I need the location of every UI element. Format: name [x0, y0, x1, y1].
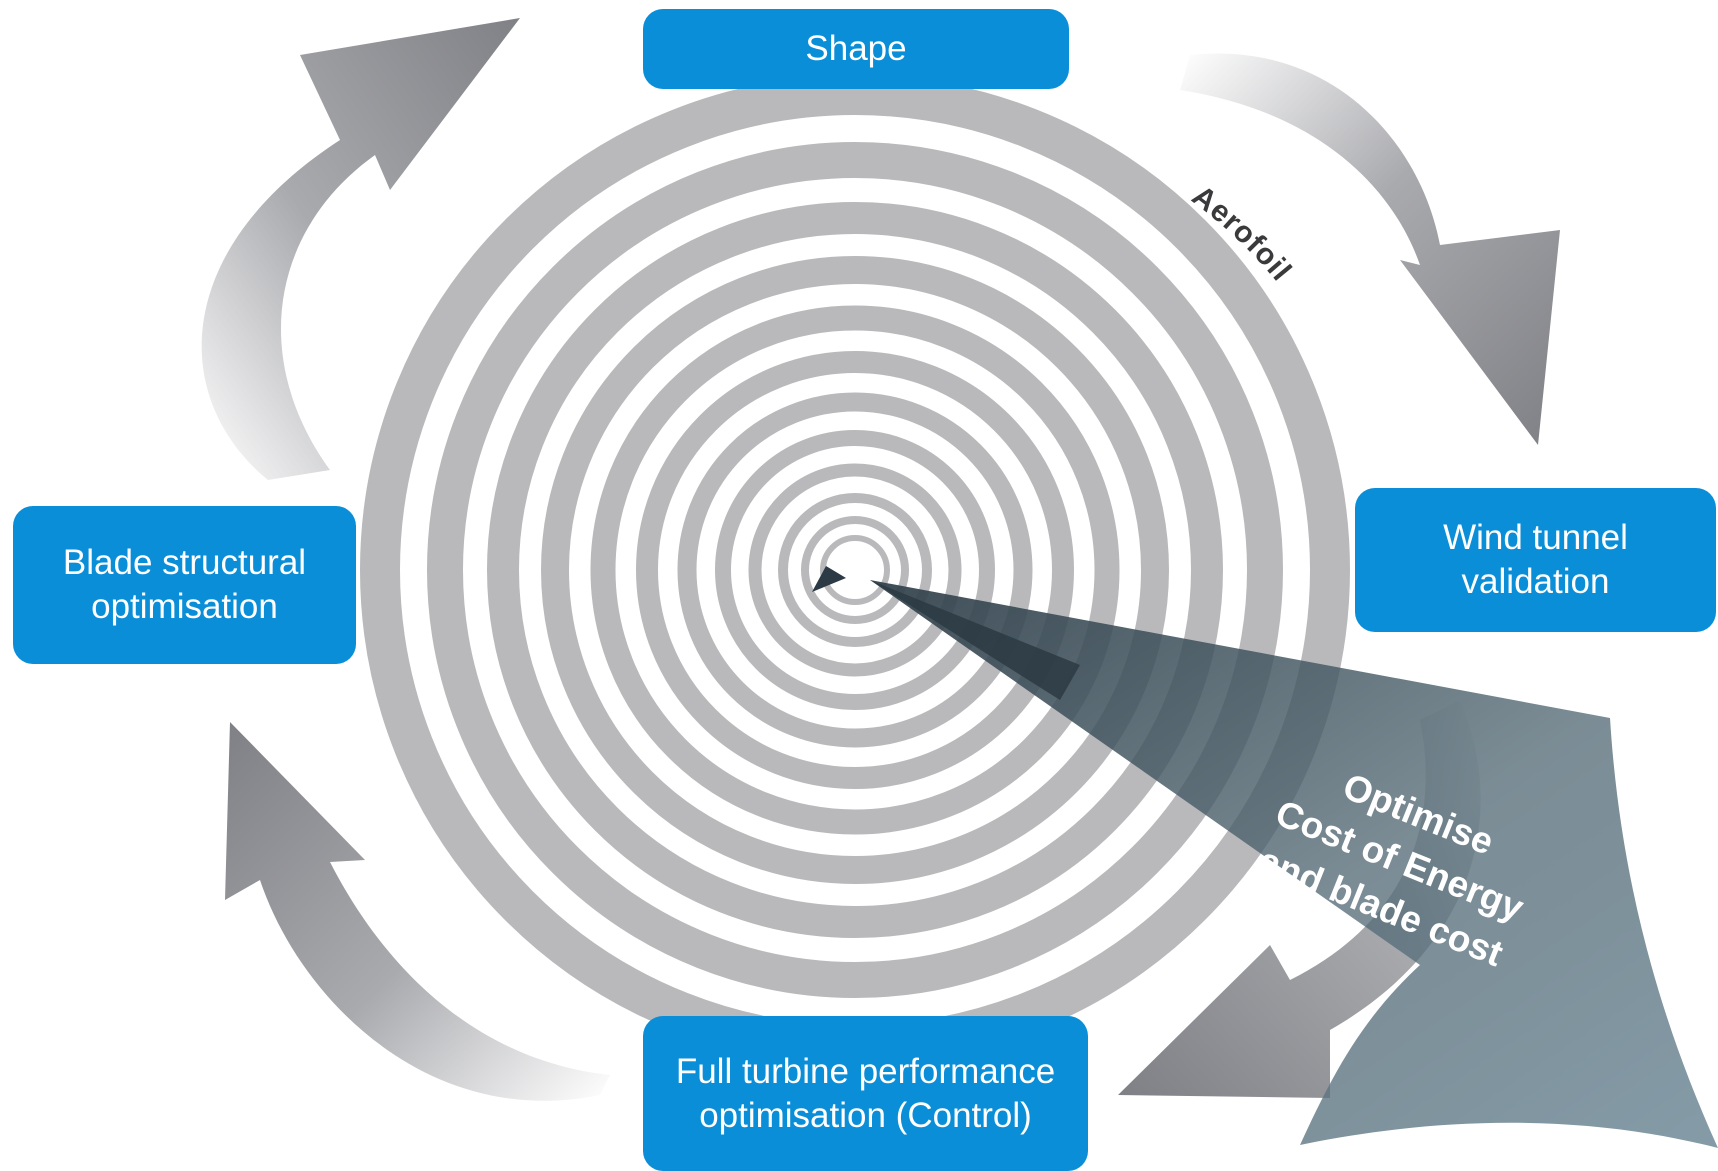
- curved-arrow-icon: [1180, 53, 1560, 445]
- ring: [360, 75, 1350, 1065]
- ring: [748, 463, 962, 677]
- curved-arrow-icon: [225, 722, 610, 1101]
- concentric-rings: [360, 75, 1350, 1065]
- goal-beam: [870, 580, 1718, 1148]
- ring: [820, 535, 890, 605]
- stage-wind-tunnel-box: Wind tunnel validation: [1355, 488, 1716, 632]
- stage-full-turbine-line-2: optimisation (Control): [699, 1095, 1032, 1135]
- stage-wind-tunnel-line-1: Wind tunnel: [1443, 518, 1628, 557]
- stage-full-turbine-box: Full turbine performance optimisation (C…: [643, 1016, 1088, 1171]
- ring: [778, 493, 932, 647]
- stage-shape-label: Shape: [805, 29, 907, 68]
- ring: [677, 392, 1033, 748]
- stage-shape-box: Shape: [643, 9, 1069, 89]
- ring: [636, 351, 1074, 789]
- ring: [487, 202, 1223, 938]
- ring: [715, 430, 995, 710]
- ring: [541, 256, 1169, 884]
- stage-blade-structural-line-2: optimisation: [91, 587, 278, 626]
- stage-wind-tunnel-line-2: validation: [1461, 562, 1610, 601]
- ring: [427, 142, 1283, 998]
- ring: [590, 305, 1120, 835]
- stage-blade-structural-box: Blade structural optimisation: [13, 506, 356, 664]
- stage-full-turbine-line-1: Full turbine performance: [675, 1051, 1056, 1091]
- stage-blade-structural-line-1: Blade structural: [62, 543, 307, 582]
- curved-arrow-icon: [201, 18, 521, 480]
- triangle-pointer-icon: [812, 566, 846, 592]
- ring: [801, 516, 909, 624]
